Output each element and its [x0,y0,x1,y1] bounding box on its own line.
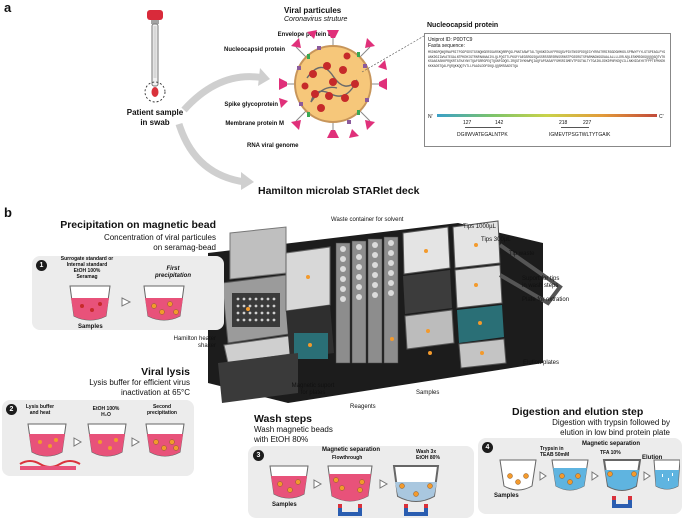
step1-title: Precipitation on magnetic bead [60,219,216,231]
suport-tips-label: Suport for tips in wash steps [522,276,560,289]
inset-connector [361,35,425,73]
step3-flowthrough-label: Flowthrough [332,455,363,461]
step2-subtitle: Lysis buffer for efficient virus inactiv… [89,378,190,397]
step1-tubes [69,285,185,321]
step1-reagent-label: Surrogate standard or Internal standard … [60,256,114,280]
samples-deck-label: Samples [416,390,440,396]
arrow-to-deck [175,122,254,190]
step2-title: Viral lysis [141,366,190,378]
step1-number: 1 [36,260,47,271]
inset-title: Nucleocapsid protein [427,22,499,29]
step1-subtitle: Concentration of viral particules on ser… [103,233,216,252]
hamilton-heater-label: Hamilton heater shaker [173,336,216,349]
tips-1000-label: Tips 1000µL [463,224,496,230]
deck-title: Hamilton microlab STARlet deck [258,185,420,197]
peptide2-label: IGMEVTPSGTWLTYTGAIK [549,132,611,138]
tips-300-label: Tips 300µL [481,237,511,243]
step3-magsep-label: Magnetic separation [322,447,381,453]
tick-218: 218 [559,120,568,126]
waste-container-label: Waste container for solvent [331,217,404,223]
step4-tfa-label: TFA 10% [600,450,621,456]
n-terminus-label: N' [428,114,433,120]
peptide1-bracket [465,127,501,130]
coronavirus-illustration [279,30,387,138]
step3-tubes [269,465,440,516]
reagents-label: Reagents [350,404,376,410]
step4-elution-label: Elution [642,455,663,461]
coronavirus-structure-subtitle: Coronavirus struture [284,16,348,23]
tick-142: 142 [495,120,504,126]
fasta-sequence: MSDNGPQNQRNAPRITFGGPSDSTGSNQNGERSGARSKQR… [428,50,666,68]
step4-title: Digestion and elution step [512,406,644,418]
envelope-protein-label: Envelope protein E [277,32,332,38]
step1-box [32,256,224,330]
step4-number: 4 [482,442,493,453]
step1-samples-label: Samples [78,324,103,330]
tip-waste-label: Tip waste [509,251,535,257]
panel-b-letter: b [4,205,12,220]
uniprot-id: Uniprot ID: P0DTC9 [428,37,473,43]
step4-trypsin-label: Trypsin in TEAB 50mM [540,446,570,458]
rna-genome-label: RNA viral genome [247,143,299,149]
swab-illustration [144,10,166,103]
c-terminus-label: C' [659,114,664,120]
spike-glycoprotein-label: Spike glycoprotein [224,102,278,108]
step2-second-label: Second precipitation [146,404,177,416]
panel-a-letter: a [4,0,12,15]
plate-extraction-label: Plate for extration [522,297,570,303]
step2-number: 2 [6,404,17,415]
tick-127: 127 [463,120,472,126]
peptide2-bracket [561,127,589,130]
magnetic-suport-label: Magnetic suport for plates [291,383,335,396]
arrow-to-virus [181,68,270,113]
nucleocapsid-inset-box: Uniprot ID: P0DTC9 Fasta sequence: MSDNG… [424,33,671,147]
fasta-label: Fasta sequence: [428,43,465,49]
elution-plates-label: Elution plates [523,360,560,366]
nucleocapsid-protein-label: Nucleocapsid protein [223,47,285,53]
patient-sample-label: Patient sample in swab [126,108,184,127]
step4-magsep-label: Magnetic separation [582,441,641,447]
step3-title: Wash steps [254,413,312,425]
step3-number: 3 [253,450,264,461]
step3-wash-label: Wash 3x EtOH 80% [416,449,440,461]
tick-227: 227 [583,120,592,126]
step3-samples-label: Samples [272,502,297,508]
hamilton-deck-illustration [208,220,563,403]
step4-tubes [499,459,680,508]
step2-lysis-label: Lysis buffer and heat [25,404,55,416]
viral-particles-title: Viral particules [284,6,342,15]
membrane-protein-label: Membrane protein M [225,121,284,127]
step4-subtitle: Digestion with trypsin followed by eluti… [552,418,670,437]
sequence-coverage-bar [437,114,657,117]
step3-subtitle: Wash magnetic beads with EtOH 80% [254,425,333,444]
step2-etoh-label: EtOH 100% H₂O [92,406,120,418]
peptide1-label: DGIIWVATEGALNTPK [457,132,508,138]
step2-tubes [19,423,185,470]
step4-samples-label: Samples [494,493,519,499]
step1-first-precip-label: First precipitation [154,266,191,279]
